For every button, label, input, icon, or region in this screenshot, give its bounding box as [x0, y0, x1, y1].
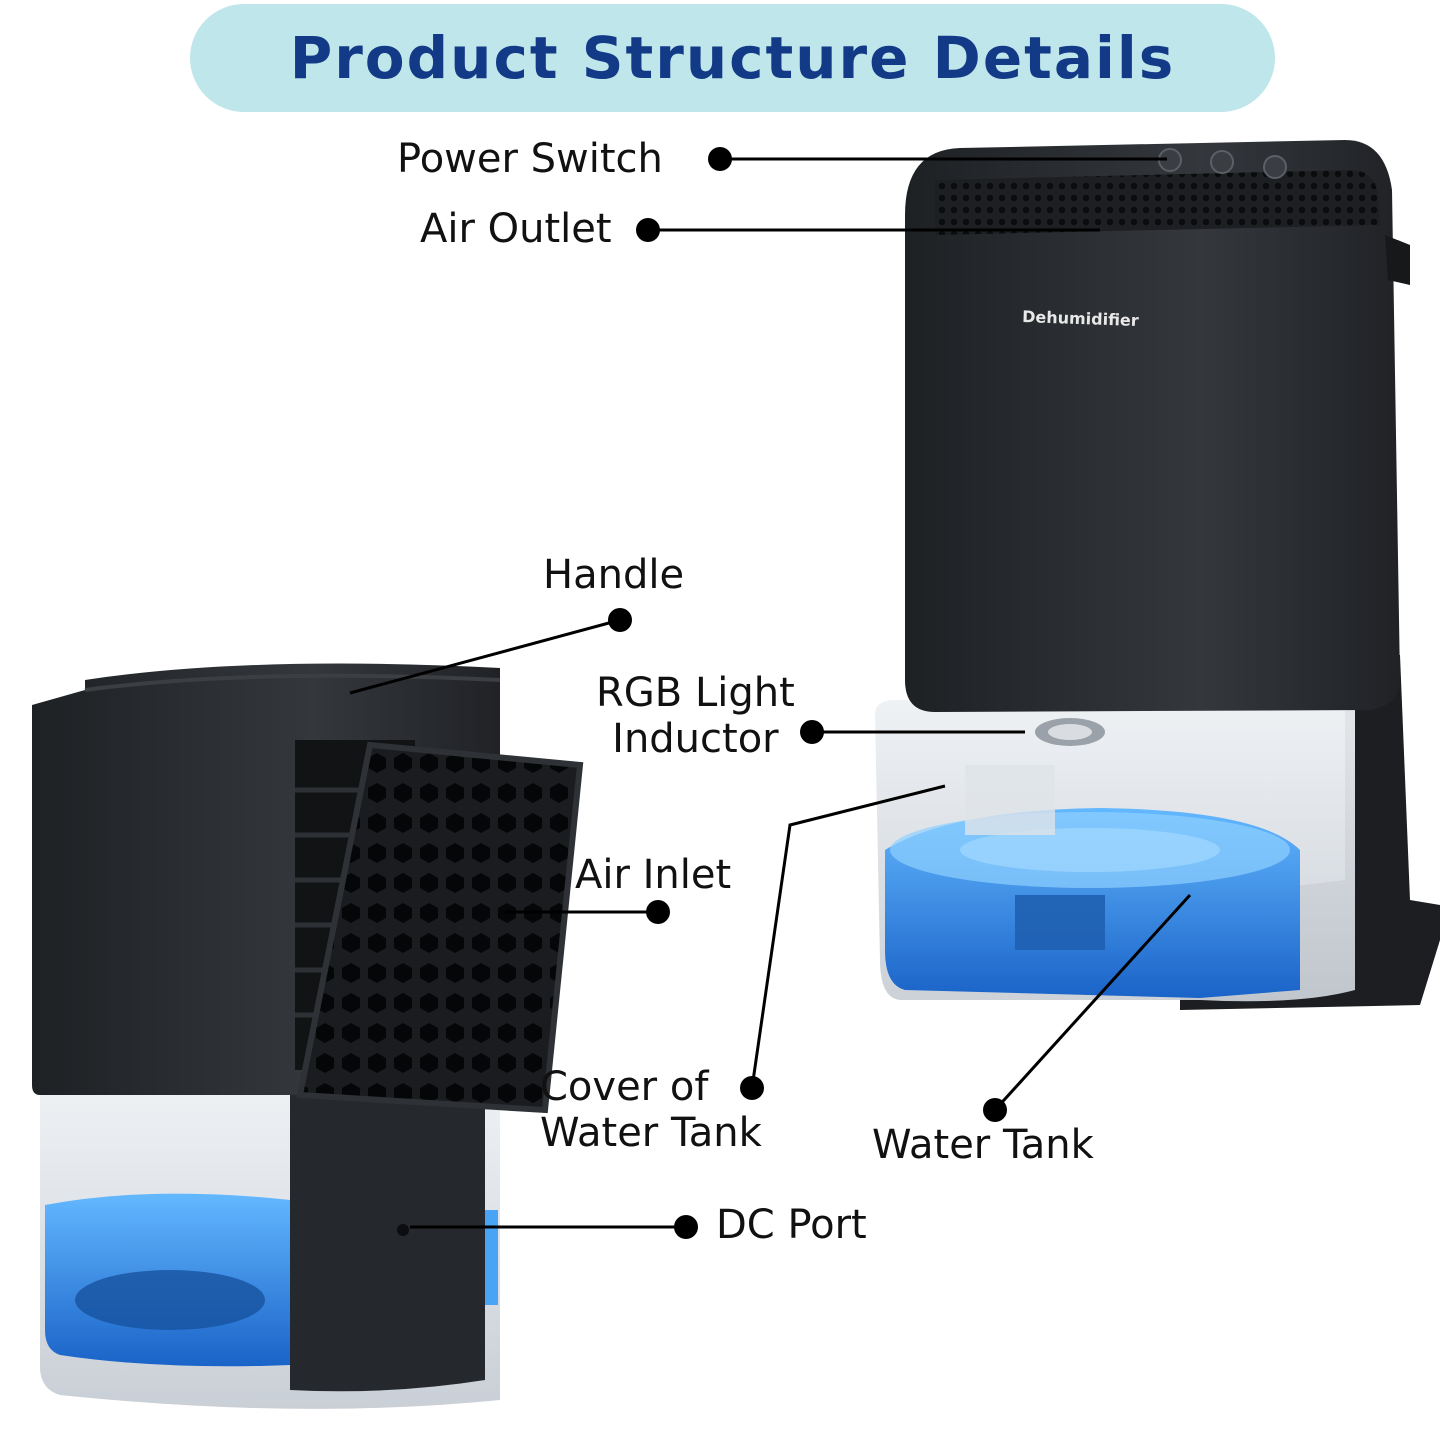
- front-body: [905, 140, 1400, 712]
- label-air-outlet: Air Outlet: [420, 206, 612, 252]
- handle-dot: [608, 608, 632, 632]
- back-lower-panel: [290, 1095, 485, 1392]
- power-switch-dot: [708, 147, 732, 171]
- brand-label: Dehumidifier: [1022, 307, 1139, 330]
- cover-dot: [740, 1076, 764, 1100]
- air-inlet-dot: [646, 900, 670, 924]
- label-rgb-light-inductor: RGB Light Inductor: [596, 670, 795, 762]
- title-banner: Product Structure Details: [190, 4, 1275, 112]
- handle-line: [349, 618, 621, 695]
- front-top-grille: [935, 170, 1380, 235]
- label-cover-line2: Water Tank: [540, 1110, 762, 1156]
- label-dc-port: DC Port: [716, 1202, 867, 1248]
- control-buttons: [1158, 148, 1287, 179]
- label-handle: Handle: [543, 552, 685, 598]
- dc-port-dot: [674, 1215, 698, 1239]
- callout-dots: [608, 147, 1007, 1239]
- cover-line: [750, 784, 946, 1089]
- back-dehumidifier: [32, 663, 584, 1409]
- water-tank-dot: [983, 1098, 1007, 1122]
- dc-port-hole: [397, 1224, 409, 1236]
- air-inlet-filter: [296, 741, 584, 1114]
- label-power-switch: Power Switch: [397, 136, 663, 182]
- front-side-handle: [1385, 235, 1410, 285]
- front-dehumidifier: Dehumidifier: [875, 140, 1440, 1010]
- mode-button[interactable]: [1210, 150, 1234, 174]
- callout-lines: [349, 157, 1192, 1229]
- air-outlet-dot: [636, 218, 660, 242]
- label-water-tank: Water Tank: [872, 1122, 1094, 1168]
- back-handle-ridge: [84, 673, 501, 692]
- label-cover-of-water-tank: Cover of Water Tank: [540, 1064, 762, 1156]
- rgb-dot: [800, 720, 824, 744]
- label-air-inlet: Air Inlet: [575, 852, 732, 898]
- timer-button[interactable]: [1263, 155, 1287, 179]
- label-cover-line1: Cover of: [540, 1064, 709, 1110]
- water-tank-line: [993, 893, 1192, 1112]
- label-rgb-line1: RGB Light: [596, 670, 795, 716]
- label-rgb-line2: Inductor: [612, 716, 779, 762]
- page-title: Product Structure Details: [289, 24, 1176, 92]
